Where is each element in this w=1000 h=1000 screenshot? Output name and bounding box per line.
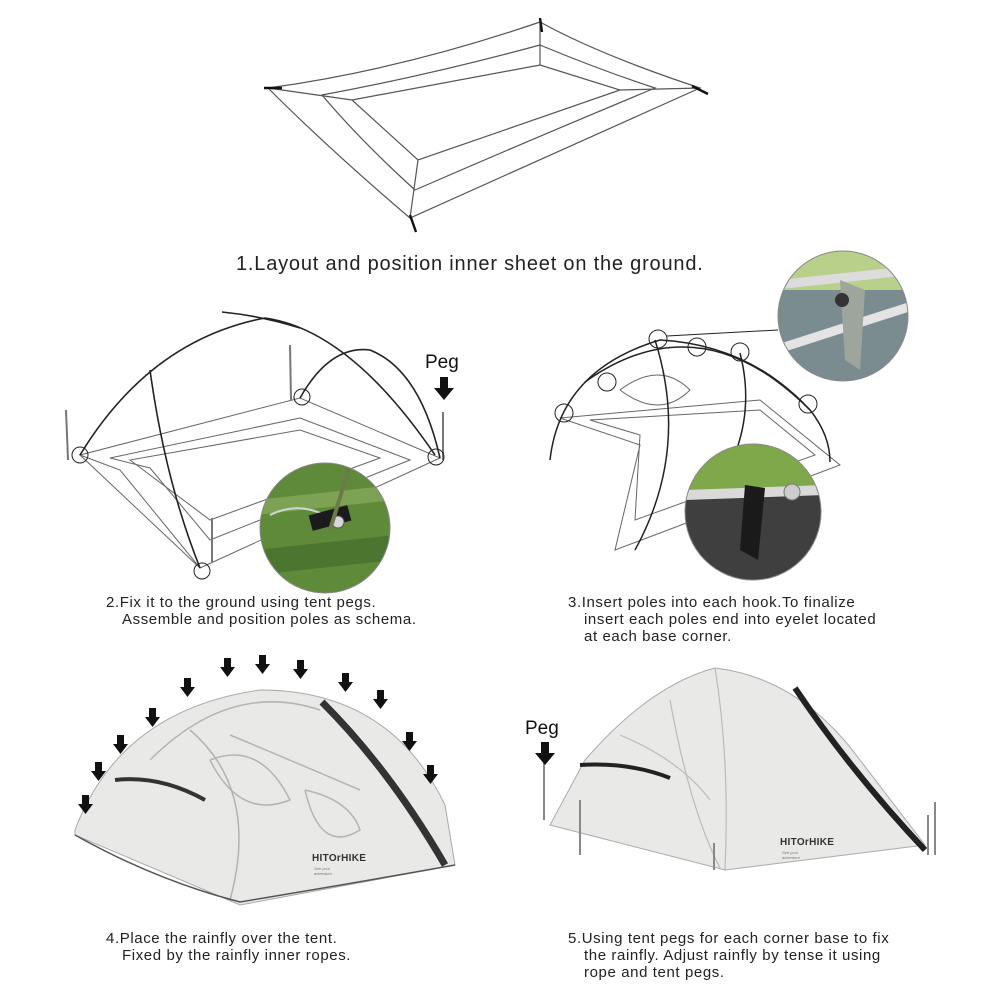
step-1-caption: 1.Layout and position inner sheet on the… [236,253,704,275]
tent-frame-peg-diagram [65,311,445,594]
brand-logo-step-5: HITOrHIKE [780,837,835,848]
rainfly-pegged-diagram [543,667,936,871]
caption-line: Fixed by the rainfly inner ropes. [122,947,352,964]
caption-line: 4.Place the rainfly over the tent. [106,930,338,947]
down-arrows [78,655,438,814]
caption-line: at each base corner. [584,628,732,645]
caption-line: 1.Layout and position inner sheet on the… [236,253,704,275]
brand-tagline-step-4: See your adventure [314,866,332,876]
eyelet-inset-photo [685,444,821,580]
inner-sheet-diagram [264,17,709,233]
brand-tagline-step-5: See your adventure [782,850,800,860]
rainfly-over-tent-diagram [74,655,456,906]
step-3-caption: 3.Insert poles into each hook.To finaliz… [568,594,876,645]
caption-line: 3.Insert poles into each hook.To finaliz… [568,594,856,611]
peg-inset-photo [260,463,390,593]
hook-inset-photo [778,251,908,381]
pole-hook-diagram [549,250,909,581]
step-5-caption: 5.Using tent pegs for each corner base t… [568,930,889,981]
step-4-caption: 4.Place the rainfly over the tent. Fixed… [106,930,351,964]
down-arrow-icon [434,377,454,400]
caption-line: 5.Using tent pegs for each corner base t… [568,930,890,947]
peg-label-step-2: Peg [425,352,459,373]
caption-line: Assemble and position poles as schema. [122,611,417,628]
caption-line: rope and tent pegs. [584,964,725,981]
caption-line: 2.Fix it to the ground using tent pegs. [106,594,377,611]
step-2-caption: 2.Fix it to the ground using tent pegs. … [106,594,417,628]
caption-line: the rainfly. Adjust rainfly by tense it … [584,947,881,964]
peg-label-step-5: Peg [525,718,559,739]
brand-logo-step-4: HITOrHIKE [312,853,367,864]
down-arrow-icon [535,742,555,765]
caption-line: insert each poles end into eyelet locate… [584,611,877,628]
